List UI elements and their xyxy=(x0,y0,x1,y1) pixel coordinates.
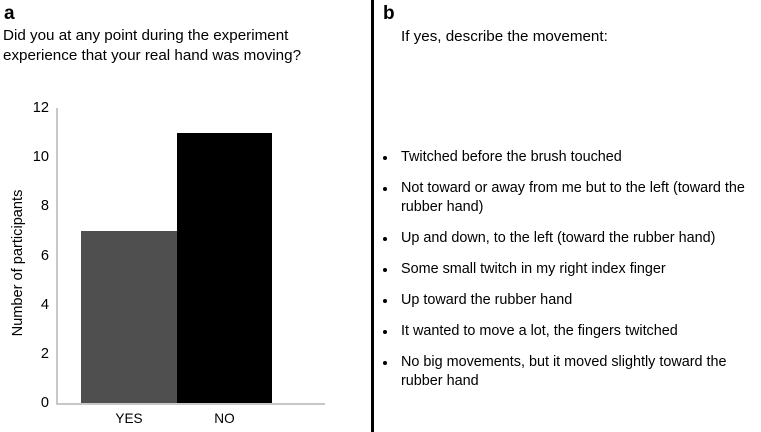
response-text: Not toward or away from me but to the le… xyxy=(401,180,745,216)
x-axis-line xyxy=(56,403,325,405)
response-text: Up toward the rubber hand xyxy=(401,292,573,309)
response-item: Up and down, to the left (toward the rub… xyxy=(379,229,757,248)
panel-a: a Did you at any point during the experi… xyxy=(0,0,372,432)
x-tick-label-yes: YES xyxy=(115,411,143,426)
response-text: It wanted to move a lot, the fingers twi… xyxy=(401,323,678,340)
y-axis-line xyxy=(56,108,58,403)
x-tick-label-no: NO xyxy=(214,411,235,426)
panel-a-letter: a xyxy=(4,3,15,24)
y-tick-label: 8 xyxy=(40,198,49,215)
y-tick-label: 4 xyxy=(40,296,49,313)
panel-b: b If yes, describe the movement: Twitche… xyxy=(374,0,761,432)
response-text: Twitched before the brush touched xyxy=(401,149,622,165)
y-tick-label: 0 xyxy=(40,395,49,411)
bullet-icon xyxy=(383,299,387,304)
bar-yes xyxy=(81,230,177,403)
bullet-icon xyxy=(383,187,387,192)
bar-no xyxy=(177,132,272,403)
response-item: Not toward or away from me but to the le… xyxy=(379,179,757,217)
bullet-icon xyxy=(383,156,387,161)
bar-chart: Number of participants 0 2 4 6 8 10 12 YES NO xyxy=(0,100,340,432)
panel-b-question: If yes, describe the movement: xyxy=(401,28,608,45)
response-text: Up and down, to the left (toward the rub… xyxy=(401,230,716,247)
y-tick-label: 2 xyxy=(40,345,49,362)
response-item: No big movements, but it moved slightly … xyxy=(379,353,757,391)
panel-divider xyxy=(371,0,374,432)
response-item: Twitched before the brush touched xyxy=(379,148,757,167)
y-axis-title: Number of participants xyxy=(10,189,26,337)
y-tick-label: 10 xyxy=(32,149,49,166)
bullet-icon xyxy=(383,268,387,273)
response-text: Some small twitch in my right index fing… xyxy=(401,261,666,278)
response-item: Up toward the rubber hand xyxy=(379,291,757,310)
response-item: It wanted to move a lot, the fingers twi… xyxy=(379,322,757,341)
plot-area: 0 2 4 6 8 10 12 YES NO xyxy=(33,100,325,426)
bullet-icon xyxy=(383,237,387,242)
bullet-icon xyxy=(383,330,387,335)
y-tick-label: 12 xyxy=(32,100,49,116)
response-item: Some small twitch in my right index fing… xyxy=(379,260,757,279)
bullet-icon xyxy=(383,361,387,366)
panel-b-letter: b xyxy=(383,3,395,24)
panel-a-question: Did you at any point during the experime… xyxy=(3,27,302,65)
y-tick-label: 6 xyxy=(40,247,49,264)
response-text: No big movements, but it moved slightly … xyxy=(401,354,727,390)
